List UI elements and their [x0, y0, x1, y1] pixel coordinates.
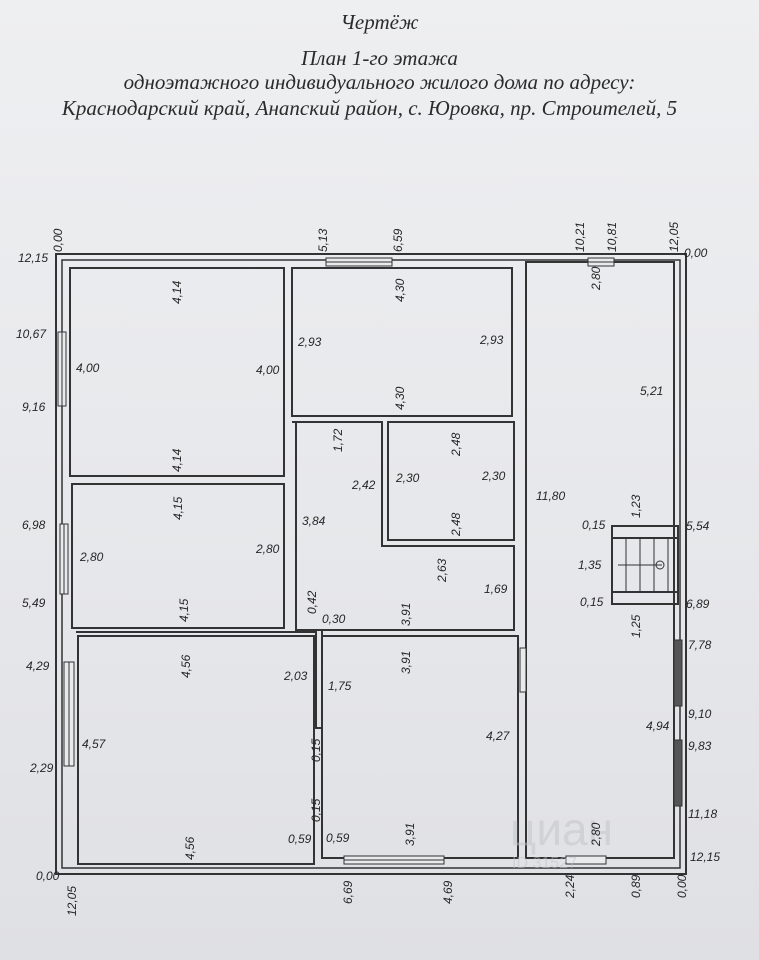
dim-label: 0,00 — [675, 874, 689, 898]
dim-label: 0,30 — [322, 612, 346, 626]
dim-label: 3,91 — [403, 823, 417, 846]
dim-label: 5,13 — [316, 228, 330, 252]
dim-label: 2,80 — [589, 822, 603, 847]
dim-label: 4,30 — [393, 278, 407, 302]
dim-label: 4,14 — [170, 448, 184, 472]
watermark-id: ID 31527 — [512, 855, 577, 872]
dim-label: 4,56 — [183, 836, 197, 860]
dim-label: 1,72 — [331, 428, 345, 452]
dim-label: 0,00 — [684, 246, 708, 260]
dim-label: 6,69 — [341, 880, 355, 904]
room-5 — [76, 630, 323, 729]
dim-label: 2,48 — [449, 432, 463, 457]
watermark-brand: циан — [510, 803, 613, 855]
dim-label: 2,80 — [79, 550, 104, 564]
dim-label: 2,48 — [449, 512, 463, 537]
dim-label: 0,15 — [582, 518, 606, 532]
dim-label: 4,57 — [82, 737, 107, 751]
dim-label: 1,25 — [629, 614, 643, 638]
dim-label: 2,29 — [29, 761, 54, 775]
dim-label: 4,56 — [179, 654, 193, 678]
dim-label: 9,10 — [688, 707, 712, 721]
dim-label: 12,15 — [690, 850, 720, 864]
dim-label: 0,15 — [309, 798, 323, 822]
dim-label: 1,35 — [578, 558, 602, 572]
dim-label: 0,15 — [580, 595, 604, 609]
dim-label: 0,59 — [326, 831, 350, 845]
dim-label: 1,75 — [328, 679, 352, 693]
dim-label: 9,16 — [22, 400, 46, 414]
dim-label: 4,14 — [170, 280, 184, 304]
dim-label: 5,54 — [686, 519, 710, 533]
dim-label: 7,78 — [688, 638, 712, 652]
dim-label: 0,00 — [36, 869, 60, 883]
room-3 — [387, 421, 515, 541]
dim-label: 2,24 — [563, 874, 577, 899]
dim-label: 4,00 — [256, 363, 280, 377]
dim-label: 6,98 — [22, 518, 46, 532]
dim-label: 2,30 — [481, 469, 506, 483]
dim-label: 9,83 — [688, 739, 712, 753]
dim-label: 2,80 — [589, 266, 603, 291]
room-2 — [291, 267, 513, 417]
dim-label: 10,81 — [605, 222, 619, 252]
dim-label: 4,15 — [171, 496, 185, 520]
dim-label: 2,63 — [435, 558, 449, 583]
dim-label: 12,05 — [667, 222, 681, 252]
drawing-title: Чертёж — [340, 10, 419, 34]
dim-label: 0,89 — [629, 874, 643, 898]
dim-label: 10,21 — [573, 222, 587, 252]
dim-label: 2,93 — [297, 335, 322, 349]
dim-label: 2,42 — [351, 478, 376, 492]
dim-label: 3,91 — [399, 603, 413, 626]
stair — [611, 525, 679, 605]
dim-label: 2,80 — [255, 542, 280, 556]
dim-label: 1,23 — [629, 494, 643, 518]
corridor-wall — [292, 421, 515, 631]
dim-label: 4,69 — [441, 880, 455, 904]
outer-wall — [55, 253, 687, 875]
dim-label: 0,59 — [288, 832, 312, 846]
dim-label: 5,21 — [640, 384, 663, 398]
dim-label: 0,00 — [51, 228, 65, 252]
dim-label: 4,15 — [177, 598, 191, 622]
dim-label: 4,94 — [646, 719, 670, 733]
room-5-box — [77, 635, 315, 865]
dim-label: 2,93 — [479, 333, 504, 347]
dim-label: 4,29 — [26, 659, 50, 673]
dim-label: 11,80 — [536, 489, 565, 503]
dim-label: 12,05 — [65, 886, 79, 916]
room-1 — [69, 267, 285, 477]
dim-label: 6,59 — [391, 228, 405, 252]
window-right-1 — [673, 639, 683, 707]
window-bottom-right — [565, 855, 607, 865]
dim-label: 12,15 — [18, 251, 48, 265]
window-right-2 — [673, 739, 683, 807]
room-4 — [71, 483, 285, 629]
dim-label: 4,30 — [393, 386, 407, 410]
dim-label: 3,84 — [302, 514, 326, 528]
dim-label: 4,00 — [76, 361, 100, 375]
dim-label: 5,49 — [22, 596, 46, 610]
plan-title: План 1-го этажа — [301, 46, 458, 70]
dim-label: 0,15 — [309, 738, 323, 762]
dim-label: 6,89 — [686, 597, 710, 611]
dim-label: 4,27 — [486, 729, 511, 743]
dim-label: 10,67 — [16, 327, 47, 341]
plan-subtitle: одноэтажного индивидуального жилого дома… — [123, 70, 636, 94]
plan-address: Краснодарский край, Анапский район, с. Ю… — [61, 96, 678, 120]
dim-label: 0,42 — [305, 590, 319, 614]
dim-label: 2,30 — [395, 471, 420, 485]
dim-label: 11,18 — [688, 807, 717, 821]
door-mid — [519, 647, 527, 693]
dim-label: 3,91 — [399, 651, 413, 674]
dim-label: 2,03 — [283, 669, 308, 683]
dim-label: 1,69 — [484, 582, 508, 596]
room-6 — [321, 635, 519, 859]
